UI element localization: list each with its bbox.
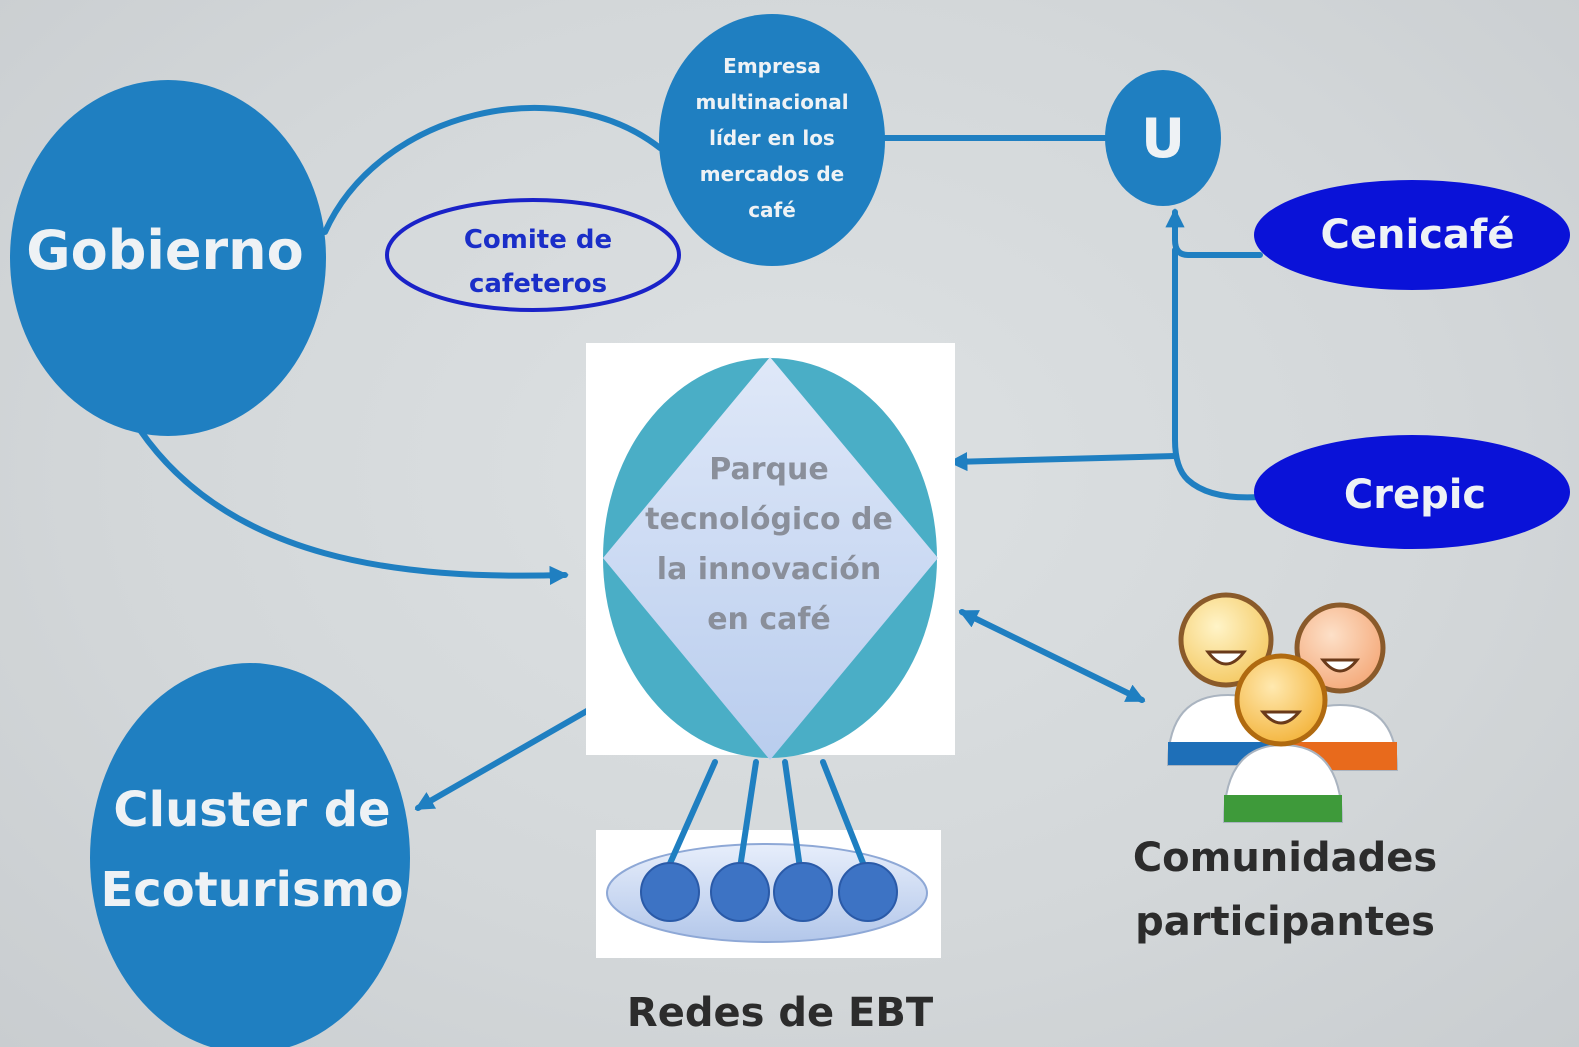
crepic-label: Crepic [1343,472,1487,518]
connector-crepic-trunk [1172,247,1263,501]
u-label: U [1141,106,1185,170]
ebt-node-3 [773,862,833,922]
empresa-node [659,14,885,266]
cluster-node [90,663,410,1047]
connector-cenicafe-u [1165,208,1263,258]
redes-label: Redes de EBT [626,990,934,1036]
person-green-icon [1222,653,1344,823]
comite-outline [385,198,681,312]
u-node [1105,70,1221,206]
empresa-label: Empresa multinacional líder en los merca… [695,54,849,222]
connectors [137,104,1263,811]
connector-gobierno-empresa [322,104,663,235]
parque-diamond [603,357,938,760]
people-icon [1166,592,1399,823]
parque-label: Parque tecnológico de la innovación en c… [645,452,893,637]
ebt-links [665,759,868,871]
connector-parque-comunidades [958,609,1146,703]
cenicafe-label: Cenicafé [1320,212,1515,258]
cluster-label: Cluster de Ecoturismo [100,782,404,918]
connector-crepic-parque [948,451,1178,472]
crepic-node [1254,435,1570,549]
ebt-node-2 [710,862,770,922]
cenicafe-node [1254,180,1570,290]
gobierno-node [10,80,326,436]
connector-gobierno-parque [137,427,569,586]
comite-label: Comite de cafeteros [463,225,613,299]
gobierno-label: Gobierno [26,218,304,282]
comunidades-label: Comunidades participantes [1132,835,1438,945]
ebt-node-1 [640,862,700,922]
ebt-node-4 [838,862,898,922]
